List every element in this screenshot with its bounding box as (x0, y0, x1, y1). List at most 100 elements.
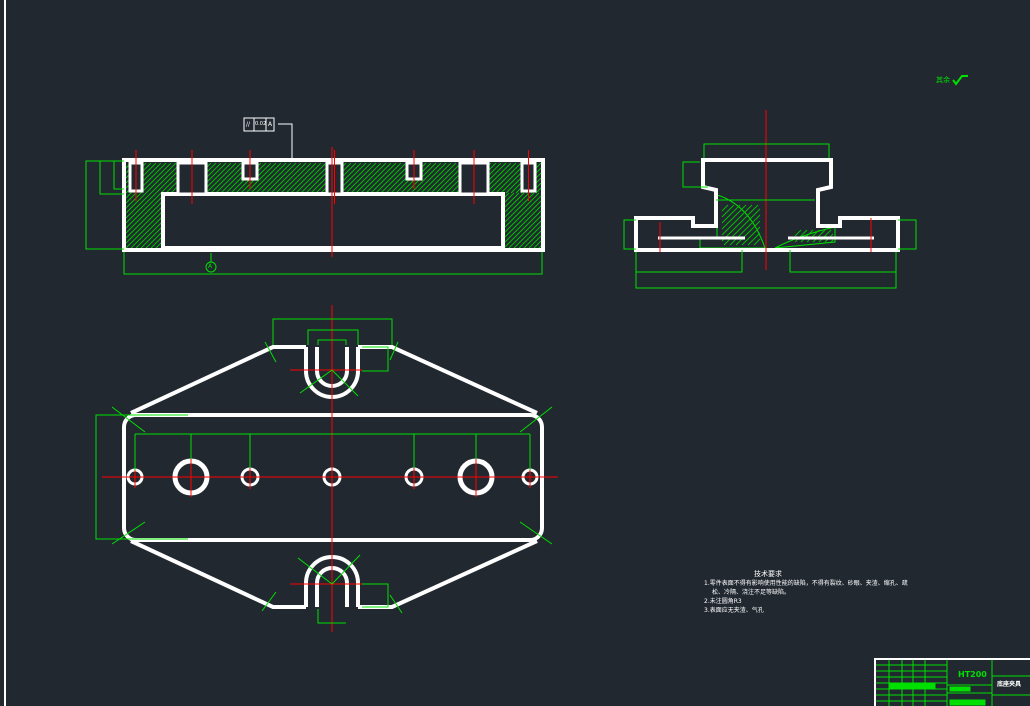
hatch-line (538, 245, 542, 249)
hatch-line (503, 192, 520, 209)
front-section-view (85, 117, 545, 275)
technical-requirements: 技术要求 1.零件表面不得有影响使用性能的缺陷，不得有裂纹、砂眼、夹渣、缩孔、疏… (704, 570, 908, 615)
hatch-line (518, 225, 542, 249)
requirements-title: 技术要求 (754, 570, 782, 578)
hatch-line (270, 162, 302, 194)
hatch-line (721, 204, 759, 242)
hatch-line (818, 229, 832, 243)
hatch-line (265, 162, 297, 194)
hatch-line (503, 192, 525, 214)
hatch-line (729, 214, 761, 246)
hatch-line (210, 162, 242, 194)
hatch-line (523, 230, 542, 249)
hatch-line (721, 204, 753, 236)
side-dimensions (623, 143, 917, 289)
hatch-line (145, 231, 163, 249)
hatch-line (130, 216, 163, 249)
datum-label: A (208, 263, 213, 270)
hatch-line (721, 204, 735, 218)
lower-flange-outline (130, 539, 538, 609)
requirement-line: 3.表面应无夹渣、气孔 (704, 607, 764, 614)
hatch-line (533, 240, 542, 249)
tolerance-frame (243, 117, 293, 160)
hatch-line (125, 211, 163, 249)
hatch-line (806, 229, 820, 243)
hatch-line (125, 192, 157, 224)
hatch-line (503, 195, 542, 234)
side-hatch-left (699, 194, 766, 249)
hatch-line (135, 221, 163, 249)
tolerance-symbol: // (246, 121, 251, 128)
hatch-line (125, 192, 147, 214)
side-outline (634, 158, 900, 252)
requirement-line: 2.未注圆角R3 (704, 598, 742, 605)
hatch-line (485, 162, 517, 194)
hatch-line (345, 162, 377, 194)
hatch-line (360, 162, 392, 194)
front-dimensions (85, 160, 543, 275)
hatch-line (250, 162, 282, 194)
plan-view (95, 305, 558, 632)
hatch-line (255, 162, 287, 194)
material-label: HT200 (958, 670, 987, 679)
hatch-line (503, 192, 540, 229)
hatch-line (215, 162, 247, 194)
hatch-line (375, 162, 407, 194)
tolerance-value: 0.02 (255, 121, 267, 127)
hatch-line (285, 162, 317, 194)
pockets (128, 150, 537, 204)
hatch-line (370, 162, 402, 194)
hatch-line (340, 162, 372, 194)
hatch-line (721, 204, 741, 224)
requirement-line: 1.零件表面不得有影响使用性能的缺陷，不得有裂纹、砂眼、夹渣、缩孔、疏 (704, 580, 908, 587)
hatch-line (275, 162, 307, 194)
front-cavity (161, 192, 505, 250)
requirement-line: 松、冷隔、浇注不足等缺陷。 (712, 589, 791, 596)
hatch-line (355, 162, 387, 194)
hatch-line (290, 162, 322, 194)
hatch-line (513, 220, 542, 249)
hatch-line (365, 162, 397, 194)
hatch-line (830, 239, 834, 243)
hatch-line (150, 236, 163, 249)
roughness-note: 其余 (936, 76, 950, 84)
hatch-line (753, 238, 761, 246)
side-section-view (623, 110, 917, 289)
hatch-line (430, 162, 462, 194)
hatch-line (125, 196, 163, 234)
roughness-symbol-icon (952, 75, 968, 86)
hatch-line (140, 226, 163, 249)
upper-flange-outline (130, 345, 538, 415)
hatch-line (503, 192, 530, 219)
hatch-line (528, 235, 542, 249)
hatch-line (280, 162, 312, 194)
hatch-line (420, 162, 452, 194)
hatch-line (125, 192, 132, 199)
hatch-line (125, 192, 152, 219)
hatch-line (145, 162, 177, 194)
hatch-line (150, 162, 182, 194)
hatch-line (125, 201, 163, 239)
hatch-line (747, 232, 761, 246)
hatch-line (295, 162, 327, 194)
hatch-line (721, 204, 729, 212)
title-block (874, 658, 1030, 706)
hatch-line (535, 187, 542, 194)
hatch-line (721, 204, 747, 230)
hatch-line (508, 215, 542, 249)
hatch-line (735, 220, 761, 246)
hatch-line (503, 192, 515, 204)
hatch-line (260, 162, 292, 194)
hatch-line (503, 210, 542, 249)
hatch-line (410, 162, 442, 194)
hatch-line (350, 162, 382, 194)
tolerance-datum: A (268, 121, 273, 128)
hatch-line (490, 162, 522, 194)
hatch-line (812, 229, 826, 243)
hatch-line (205, 162, 237, 194)
hatch-line (125, 192, 162, 229)
plan-dimensions (95, 318, 553, 624)
hatch-line (741, 226, 761, 246)
